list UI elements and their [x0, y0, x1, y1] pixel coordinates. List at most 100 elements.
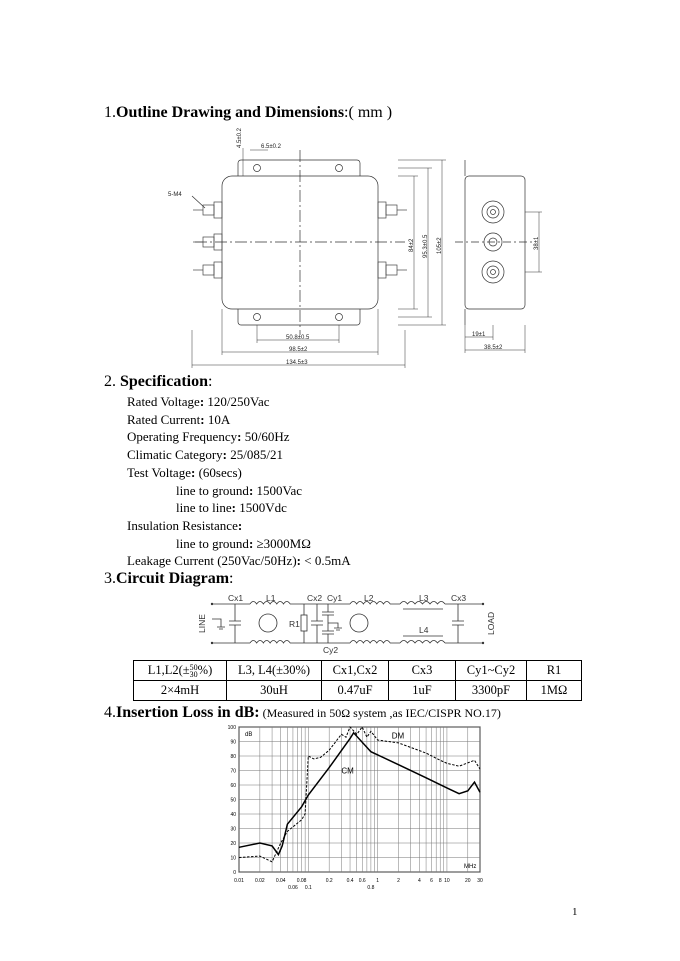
- x-tick-label: 0.01: [234, 878, 244, 884]
- value-cell: 3300pF: [455, 680, 527, 701]
- dim-top-hole: 6.5±0.2: [261, 144, 282, 150]
- section-1-heading: 1.Outline Drawing and Dimensions:( mm ): [104, 104, 393, 121]
- series-line-cm: [238, 731, 481, 857]
- spec-value: 50/60Hz: [241, 429, 290, 445]
- series-label-cm: CM: [341, 766, 354, 775]
- x-tick-label: 0.8: [367, 885, 374, 891]
- value-cell: 30uH: [226, 680, 322, 701]
- x-tick-label: 0.08: [297, 878, 307, 884]
- section-2-heading: 2. Specification:: [104, 373, 213, 390]
- label-cy2: Cy2: [323, 645, 338, 655]
- y-tick-label: 30: [230, 827, 236, 833]
- header-cell: Cy1~Cy2: [455, 660, 527, 681]
- spec-value: 1500Vac: [253, 482, 303, 498]
- label-l3: L3: [419, 593, 429, 603]
- spec-label: Insulation Resistance: [127, 517, 238, 533]
- value-cell: 1uF: [388, 680, 456, 701]
- x-tick-label: 30: [477, 878, 483, 884]
- section-3-heading: 3.Circuit Diagram:: [104, 570, 234, 587]
- label-cy1: Cy1: [327, 593, 342, 603]
- spec-label: line to ground: [176, 535, 249, 551]
- spec-item: Rated Voltage: 120/250Vac: [127, 394, 270, 409]
- x-tick-label: 0.02: [255, 878, 265, 884]
- dim-38: 38±1: [534, 236, 540, 250]
- x-tick-label: 0.4: [347, 878, 354, 884]
- value-cell: 0.47uF: [321, 680, 389, 701]
- spec-item: Rated Current: 10A: [127, 411, 231, 427]
- label-cx1: Cx1: [228, 593, 243, 603]
- x-tick-label: 2: [397, 878, 400, 884]
- spec-item: line to ground: ≥3000MΩ: [176, 535, 311, 551]
- section-4-heading: 4.Insertion Loss in dB: (Measured in 50Ω…: [104, 704, 501, 721]
- spec-item: Test Voltage: (60secs): [127, 464, 242, 480]
- dim-top-offset: 4.5±0.2: [237, 127, 243, 148]
- y-axis-label: dB: [245, 732, 252, 738]
- header-cell: Cx3: [388, 660, 456, 681]
- spec-label: Rated Current: [127, 411, 201, 427]
- spec-label: Operating Frequency: [127, 429, 238, 445]
- header-cell: Cx1,Cx2: [321, 660, 389, 681]
- y-tick-label: 50: [230, 798, 236, 804]
- spec-item: Leakage Current (250Vac/50Hz): < 0.5mA: [127, 553, 351, 569]
- spec-item: Operating Frequency: 50/60Hz: [127, 429, 290, 445]
- dim-134: 134.5±3: [286, 360, 308, 366]
- dim-38-5: 38.5±2: [484, 345, 503, 351]
- circuit-diagram: Cx1 L1 Cx2 Cy1 L2 L3 Cx3 R1 L4 Cy2 LINE …: [197, 593, 496, 655]
- spec-value: (60secs): [195, 464, 242, 480]
- dim-50: 50.8±0.5: [286, 335, 310, 341]
- spec-value: 1500Vdc: [235, 500, 287, 516]
- spec-label: Leakage Current (250Vac/50Hz): [127, 553, 297, 569]
- x-tick-label: 1: [376, 878, 379, 884]
- x-tick-label: 0.06: [288, 885, 298, 891]
- spec-label: line to line: [176, 500, 232, 516]
- spec-item: line to ground: 1500Vac: [176, 482, 303, 498]
- spec-label: Rated Voltage: [127, 394, 200, 409]
- thread-label: 5-M4: [168, 192, 182, 198]
- outline-drawing: 5-M4 6.5±0.2 4.5±0.2 84±2 95.3±0.5 105±2…: [168, 127, 542, 368]
- label-l1: L1: [266, 593, 276, 603]
- spec-item: line to line: 1500Vdc: [176, 500, 287, 516]
- x-tick-label: 8: [439, 878, 442, 884]
- x-tick-label: 0.04: [276, 878, 286, 884]
- y-tick-label: 70: [230, 769, 236, 775]
- label-line: LINE: [197, 614, 207, 633]
- spec-label: Climatic Category: [127, 447, 223, 463]
- series-label-dm: DM: [392, 732, 405, 741]
- y-tick-label: 90: [230, 740, 236, 746]
- dim-84: 84±2: [409, 238, 415, 252]
- dim-98: 98.5±2: [289, 347, 308, 353]
- x-tick-label: 0.6: [359, 878, 366, 884]
- header-cell: L3, L4(±30%): [226, 660, 322, 681]
- y-tick-label: 80: [230, 754, 236, 760]
- label-l4: L4: [419, 625, 429, 635]
- x-tick-label: 6: [430, 878, 433, 884]
- label-cx2: Cx2: [307, 593, 322, 603]
- y-tick-label: 0: [233, 870, 236, 876]
- spec-value: 25/085/21: [227, 447, 283, 463]
- dim-105: 105±2: [437, 237, 443, 254]
- spec-label: line to ground: [176, 482, 249, 498]
- label-load: LOAD: [486, 612, 496, 635]
- table-row: 2×4mH 30uH 0.47uF 1uF 3300pF 1MΩ: [133, 680, 582, 701]
- dim-95: 95.3±0.5: [423, 234, 429, 258]
- y-tick-label: 60: [230, 783, 236, 789]
- value-cell: 1MΩ: [526, 680, 582, 701]
- x-tick-label: 0.1: [305, 885, 312, 891]
- dim-19: 19±1: [472, 332, 486, 338]
- label-l2: L2: [364, 593, 374, 603]
- header-cell: R1: [526, 660, 582, 681]
- page-number: 1: [572, 906, 578, 918]
- x-tick-label: 20: [465, 878, 471, 884]
- spec-value: 10A: [204, 411, 231, 427]
- x-tick-label: 0.2: [326, 878, 333, 884]
- y-tick-label: 20: [230, 841, 236, 847]
- x-tick-label: 4: [418, 878, 421, 884]
- x-tick-label: 10: [444, 878, 450, 884]
- spec-value: < 0.5mA: [301, 553, 351, 569]
- spec-label: Test Voltage: [127, 464, 191, 480]
- spec-item: Insulation Resistance:: [127, 517, 243, 533]
- spec-value: 120/250Vac: [204, 394, 270, 409]
- y-tick-label: 40: [230, 812, 236, 818]
